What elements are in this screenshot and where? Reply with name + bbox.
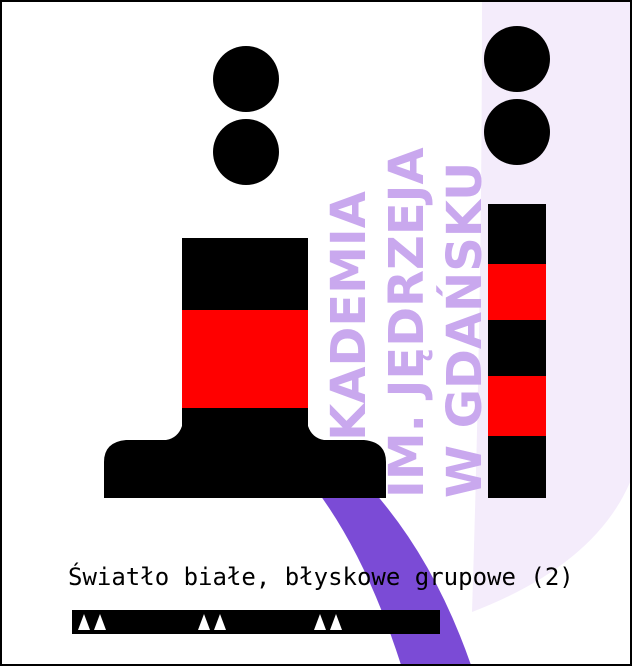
right-band-red-2 <box>488 376 546 436</box>
left-band-black-base <box>104 408 386 498</box>
flash-6 <box>330 614 342 630</box>
flash-5 <box>314 614 326 630</box>
light-characteristic-caption: Światło białe, błyskowe grupowe (2) <box>68 562 574 592</box>
right-band-black-3 <box>488 436 546 498</box>
right-band-black-1 <box>488 204 546 264</box>
left-topmark-lower-sphere <box>213 119 279 185</box>
flash-3 <box>198 614 210 630</box>
left-topmark-upper-sphere <box>213 46 279 112</box>
right-band-black-2 <box>488 320 546 376</box>
flash-2 <box>94 614 106 630</box>
light-rhythm-bar <box>72 610 440 634</box>
flash-4 <box>214 614 226 630</box>
right-topmark-lower-sphere <box>484 99 550 165</box>
right-band-red-1 <box>488 264 546 320</box>
right-topmark-upper-sphere <box>484 26 550 92</box>
left-band-red <box>182 310 308 408</box>
left-band-black-top <box>182 238 308 310</box>
flash-1 <box>78 614 90 630</box>
